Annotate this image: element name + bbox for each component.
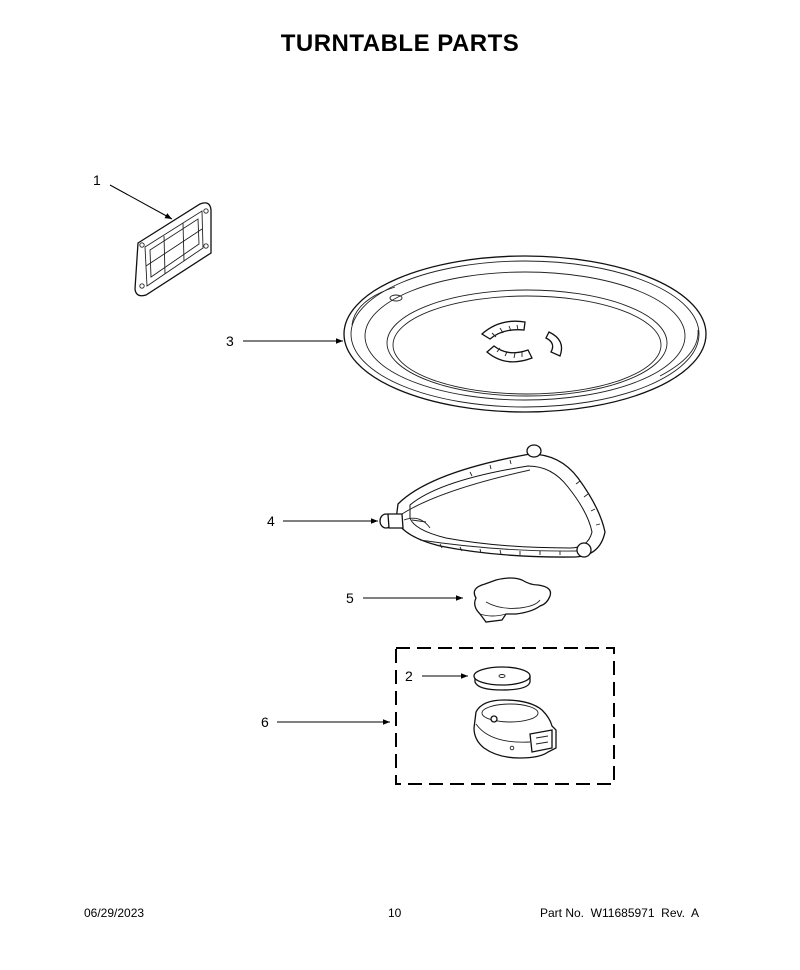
coupler-disc-icon	[473, 666, 531, 691]
callout-5: 5	[346, 590, 354, 606]
drive-hub-icon	[473, 577, 552, 623]
callout-2: 2	[405, 668, 413, 684]
page-title: TURNTABLE PARTS	[280, 30, 520, 57]
callout-6: 6	[261, 714, 269, 730]
callout-4: 4	[267, 513, 275, 529]
filter-grille-icon	[134, 202, 212, 297]
footer-page-number: 10	[388, 906, 402, 920]
roller-ring-support-icon	[379, 444, 606, 558]
glass-turntable-tray-icon	[343, 255, 707, 413]
turntable-motor-icon	[473, 699, 557, 759]
callout-3: 3	[226, 333, 234, 349]
callout-1: 1	[93, 172, 101, 188]
footer-part-number: Part No. W11685971 Rev. A	[540, 906, 699, 920]
footer-date: 06/29/2023	[84, 906, 145, 920]
motor-assembly-dashed-box	[395, 647, 615, 785]
